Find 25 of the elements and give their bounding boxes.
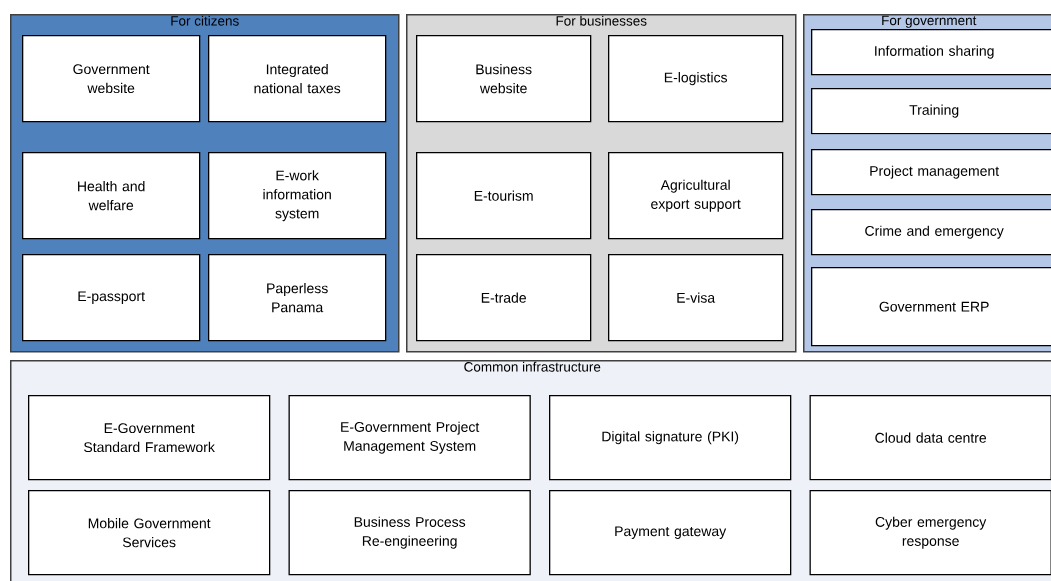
service-box: Digital signature (PKI)	[549, 395, 792, 481]
service-box: Integrated national taxes	[208, 35, 387, 123]
service-box: Information sharing	[811, 29, 1051, 76]
service-box: E-trade	[416, 254, 592, 342]
service-box: E-logistics	[608, 35, 784, 123]
service-box: E-tourism	[416, 152, 592, 240]
service-box: E-visa	[608, 254, 784, 342]
service-box: E-passport	[22, 254, 201, 342]
service-box: Cyber emergency response	[809, 490, 1051, 576]
service-box: Business Process Re-engineering	[288, 490, 531, 576]
service-box: Government website	[22, 35, 201, 123]
service-box: Mobile Government Services	[28, 490, 271, 576]
service-box: Business website	[416, 35, 592, 123]
service-box: E-work information system	[208, 152, 387, 240]
service-box: Agricultural export support	[608, 152, 784, 240]
service-box: Government ERP	[811, 267, 1051, 347]
service-box: E-Government Project Management System	[288, 395, 531, 481]
service-box: Crime and emergency	[811, 209, 1051, 256]
service-box: Cloud data centre	[809, 395, 1051, 481]
service-box: E-Government Standard Framework	[28, 395, 271, 481]
service-box: Training	[811, 88, 1051, 135]
service-box: Payment gateway	[549, 490, 792, 576]
service-box: Paperless Panama	[208, 254, 387, 342]
service-box: Project management	[811, 149, 1051, 196]
service-box: Health and welfare	[22, 152, 201, 240]
